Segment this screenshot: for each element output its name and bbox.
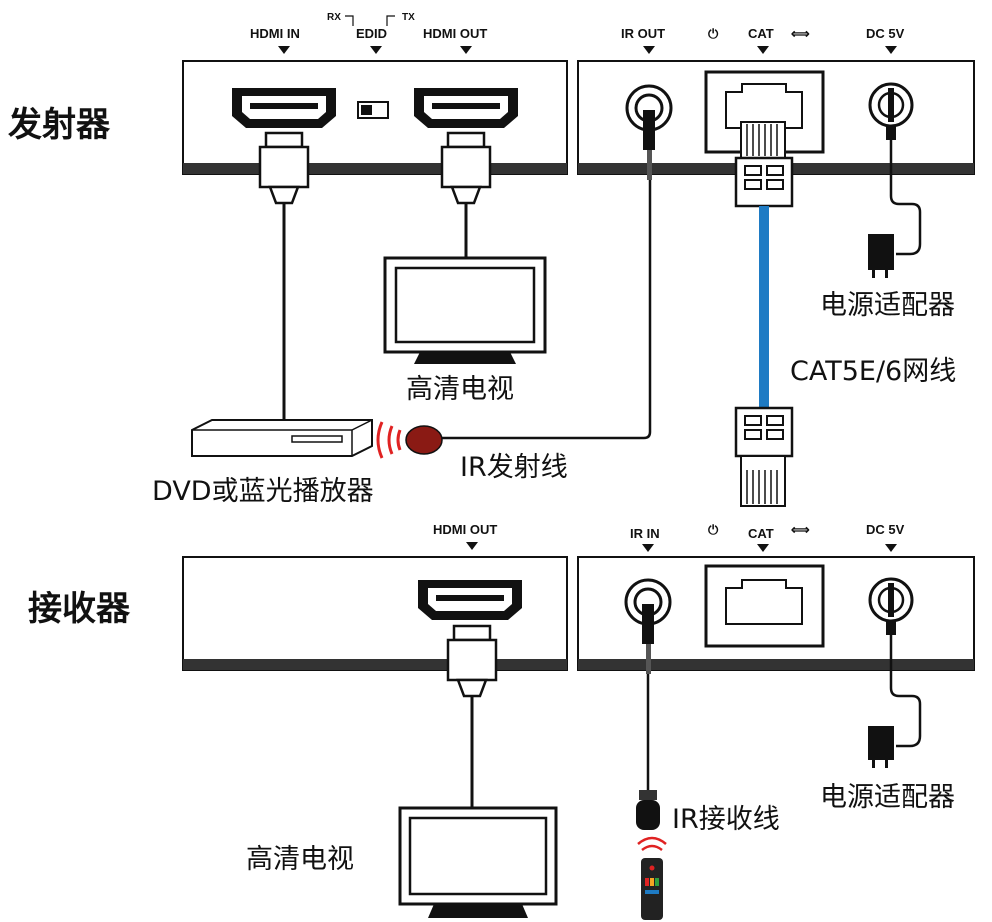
- power-icon: ⏻: [708, 522, 719, 537]
- ir-emitter-head: [376, 421, 443, 459]
- ir-receiver-cable: [636, 604, 660, 830]
- label-edid: EDID: [356, 26, 387, 41]
- tv-top-icon: [383, 256, 547, 364]
- label-dc-rx: DC 5V: [866, 522, 905, 537]
- dc-jack-tx: [868, 82, 914, 128]
- label-tx: TX: [402, 12, 415, 23]
- cat-port-rx: [704, 564, 825, 648]
- label-dc-tx: DC 5V: [866, 26, 905, 41]
- label-cat-tx: CAT: [748, 26, 774, 41]
- label-hdmi-out-tx: HDMI OUT: [423, 26, 487, 41]
- edid-switch: [357, 101, 389, 119]
- ir-receiver-label: IR接收线: [672, 804, 780, 835]
- hdmi-cable-in: [258, 131, 310, 430]
- panel-base: [578, 659, 974, 670]
- power-adapter-bottom-label: 电源适配器: [820, 782, 955, 813]
- power-adapter-top-label: 电源适配器: [820, 290, 955, 321]
- dc-jack-rx: [868, 577, 914, 623]
- hdmi-in-port: [232, 88, 336, 128]
- link-icon: ⟺: [791, 26, 810, 41]
- dvd-player-icon: [191, 419, 373, 457]
- ir-emitter-cable: [440, 110, 655, 440]
- hdmi-cable-rx: [446, 624, 498, 808]
- ir-out-jack: [625, 84, 673, 132]
- cat-cable: [734, 121, 794, 507]
- transmitter-title: 发射器: [8, 105, 111, 145]
- power-adapter-bottom: [868, 621, 922, 768]
- power-adapter-top: [868, 126, 922, 278]
- hdmi-out-port-rx: [418, 580, 522, 620]
- label-ir-out: IR OUT: [621, 26, 665, 41]
- cat-cable-label: CAT5E/6网线: [790, 356, 956, 387]
- edid-bracket: [345, 15, 395, 26]
- panel-base: [183, 163, 567, 174]
- tv-bottom-icon: [398, 806, 558, 918]
- label-hdmi-out-rx: HDMI OUT: [433, 522, 497, 537]
- link-icon: ⟺: [791, 522, 810, 537]
- panel-base: [183, 659, 567, 670]
- tv-top-label: 高清电视: [406, 374, 514, 405]
- ir-emitter-label: IR发射线: [460, 452, 568, 483]
- cat-port-tx: [704, 70, 825, 154]
- label-ir-in: IR IN: [630, 526, 660, 541]
- port-arrows-bottom: [466, 542, 897, 552]
- label-hdmi-in: HDMI IN: [250, 26, 300, 41]
- dvd-label: DVD或蓝光播放器: [152, 476, 374, 507]
- remote-control-icon: [637, 836, 667, 920]
- port-arrows-top: [278, 46, 897, 54]
- label-cat-rx: CAT: [748, 526, 774, 541]
- hdmi-cable-out: [440, 131, 492, 258]
- power-icon: ⏻: [708, 26, 719, 41]
- tv-bottom-label: 高清电视: [246, 844, 354, 875]
- label-rx: RX: [327, 12, 341, 23]
- receiver-title: 接收器: [28, 589, 131, 629]
- hdmi-out-port: [414, 88, 518, 128]
